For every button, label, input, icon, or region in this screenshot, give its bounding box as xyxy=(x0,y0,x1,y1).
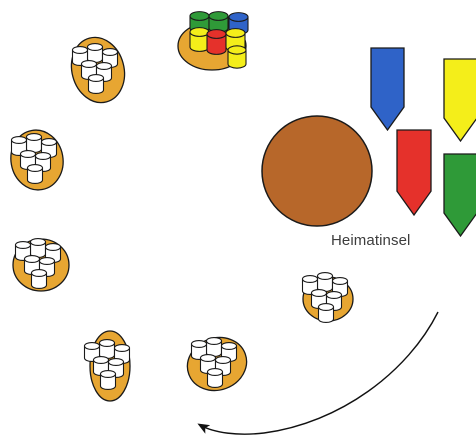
cylinder-yellow xyxy=(189,27,210,52)
cylinder-white xyxy=(99,369,117,390)
cylinder-white xyxy=(205,336,223,357)
pawn-group xyxy=(370,47,476,238)
pawn-green[interactable] xyxy=(443,153,476,238)
home-island-label: Heimatinsel xyxy=(331,232,411,249)
cylinder-white xyxy=(206,367,224,388)
cylinder-yellow xyxy=(227,45,247,69)
pawn-yellow[interactable] xyxy=(443,58,476,143)
cylinder-white xyxy=(30,268,48,289)
island-6[interactable] xyxy=(301,271,354,323)
direction-arrow xyxy=(197,311,439,435)
island-2[interactable] xyxy=(6,126,68,194)
pawn-red[interactable] xyxy=(396,129,432,217)
island-1[interactable] xyxy=(64,31,131,108)
pawn-blue[interactable] xyxy=(370,47,405,132)
cylinder-red xyxy=(206,29,227,55)
island-4[interactable] xyxy=(83,330,131,402)
cylinder-white xyxy=(26,164,44,184)
island-3[interactable] xyxy=(12,238,70,292)
cylinder-green xyxy=(208,11,229,33)
cylinder-white xyxy=(29,238,47,258)
island-5[interactable] xyxy=(180,329,254,398)
cylinder-white xyxy=(317,302,335,323)
cylinder-white xyxy=(23,255,41,275)
cylinder-white xyxy=(316,271,334,292)
island-group xyxy=(6,11,354,402)
cylinder-white xyxy=(25,133,43,153)
home-island[interactable] xyxy=(261,115,373,227)
cylinder-white xyxy=(98,338,116,359)
start-island[interactable] xyxy=(177,11,249,71)
cylinder-white xyxy=(87,74,105,94)
cylinder-white xyxy=(86,42,104,63)
